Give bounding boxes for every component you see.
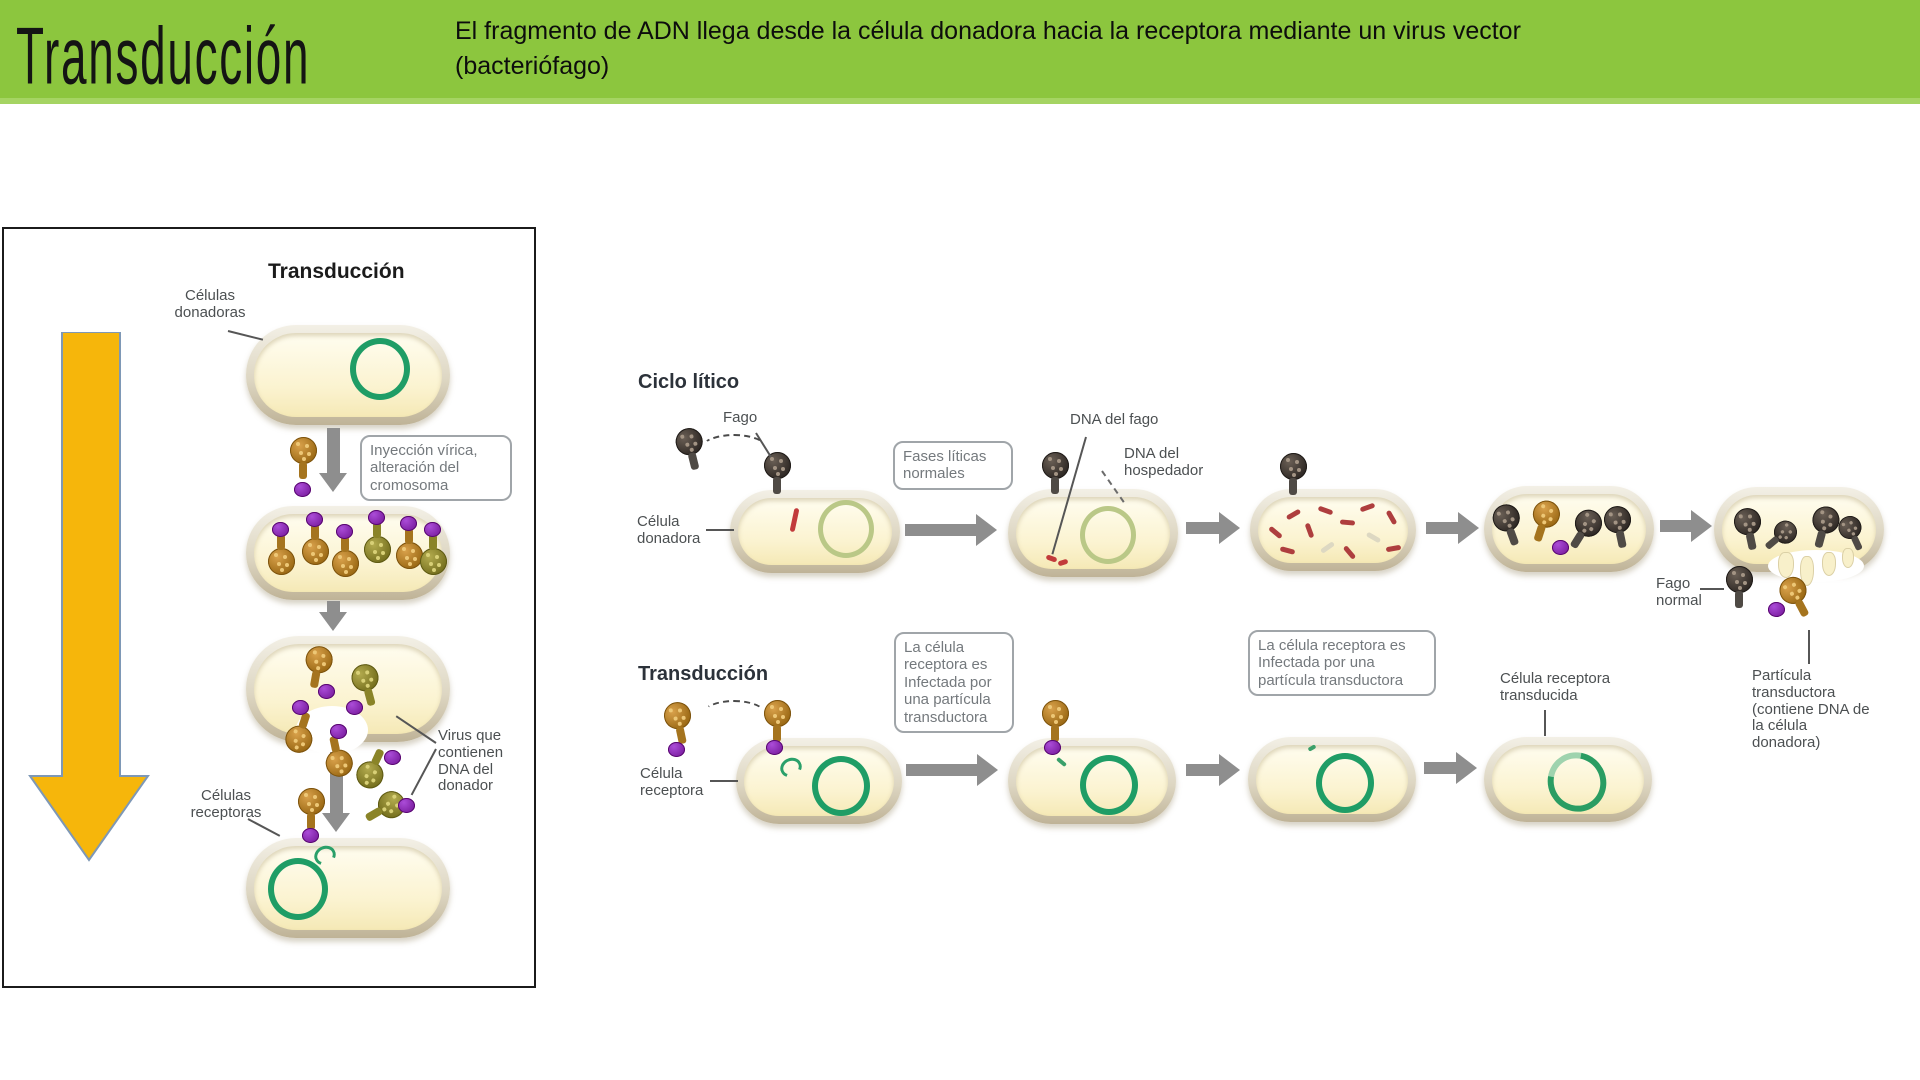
phage-icon [266,530,296,576]
connector-line [1700,588,1724,590]
label-virus-with-donor-dna: Virus que contienen DNA del donador [438,727,504,795]
phage-capsid-icon [318,684,335,699]
dashed-path-arc [702,700,766,728]
lysis-drip [1800,556,1814,586]
right-arrow-icon [1660,510,1712,542]
phage-capsid-icon [346,700,363,715]
connector-line [706,529,734,531]
phage-capsid-icon [1768,602,1785,617]
label-particula-transductora: Partícula transductora (contiene DNA de … [1752,667,1870,752]
lysis-drip [1822,552,1836,576]
label-celula-receptora: Célula receptora [640,765,704,799]
chromosome-ring [350,338,410,400]
phage-capsid-icon [398,798,415,813]
phage-icon [1724,566,1754,612]
phage-capsid-icon [424,522,441,537]
phage-capsid-icon [272,522,289,537]
chromosome-ring [1080,755,1138,815]
lysis-drip [1778,552,1794,578]
label-receptor-cells: Células receptoras [190,787,262,821]
phage-icon [1040,700,1070,746]
right-arrow-icon [906,754,998,786]
chromosome-ring-pale [818,500,874,558]
dashed-path-arc [700,434,768,464]
bacterium-lytic-3 [1250,489,1416,571]
label-donor-cells: Células donadoras [174,287,246,321]
right-arrow-icon [1186,512,1240,544]
down-arrow-icon [319,601,347,631]
bacterium-lytic-1 [730,490,900,573]
connector-line [710,780,738,782]
right-arrow-icon [905,514,997,546]
bacterium-donor [246,325,450,425]
chromosome-ring [268,858,328,920]
phage-capsid-icon [384,750,401,765]
right-arrow-icon [1186,754,1240,786]
phage-capsid-icon [1552,540,1569,555]
yellow-down-arrow-icon [28,332,150,862]
bacterium-trans-4-transduced [1484,737,1652,822]
phage-capsid-icon [368,510,385,525]
chromosome-ring-pale [1080,506,1136,564]
page-title: Transducción [16,11,311,102]
phage-capsid-icon [668,742,685,757]
note-infectada-2: La célula receptora es Infectada por una… [1248,630,1436,697]
lysis-drip [1842,548,1854,568]
phage-capsid-icon [400,516,417,531]
phage-icon [300,520,330,566]
phage-icon [762,700,792,746]
label-fago-normal: Fago normal [1656,575,1702,609]
phage-capsid-icon [766,740,783,755]
phage-capsid-icon [336,524,353,539]
note-fases-liticas: Fases líticas normales [893,441,1013,490]
phage-capsid-icon [292,700,309,715]
phage-icon [296,788,326,834]
phage-capsid-icon [306,512,323,527]
note-viral-injection: Inyección vírica, alteración del cromoso… [360,435,512,502]
connector-line [1544,710,1546,736]
phage-capsid-icon [1044,740,1061,755]
phage-capsid-icon [302,828,319,843]
down-arrow-icon [319,428,347,492]
lytic-heading: Ciclo lítico [638,371,740,393]
phage-capsid-icon [294,482,311,497]
phage-icon [330,532,360,578]
phage-icon [418,530,448,576]
phage-icon [762,452,792,498]
label-celula-transducida: Célula receptora transducida [1500,670,1611,704]
label-fago: Fago [723,409,758,426]
page-subtitle: El fragmento de ADN llega desde la célul… [455,17,1521,80]
phage-icon [288,437,318,483]
label-celula-donadora: Célula donadora [637,513,701,547]
note-infectada-1: La célula receptora es Infectada por una… [894,632,1014,733]
phage-icon [362,518,392,564]
label-dna-del-fago: DNA del fago [1070,411,1159,428]
transduction-heading: Transducción [638,663,769,685]
chromosome-ring [812,756,870,816]
phage-icon [394,524,424,570]
phage-icon [1278,453,1308,499]
left-figure-title: Transducción [268,260,405,283]
phage-icon [1040,452,1070,498]
chromosome-ring [1316,753,1374,813]
phage-capsid-icon [330,724,347,739]
label-dna-del-hospedador: DNA del hospedador [1124,445,1204,479]
connector-line [1808,630,1810,664]
header-bar: Transducción El fragmento de ADN llega d… [0,0,1920,104]
right-arrow-icon [1426,512,1479,544]
right-arrow-icon [1424,752,1477,784]
